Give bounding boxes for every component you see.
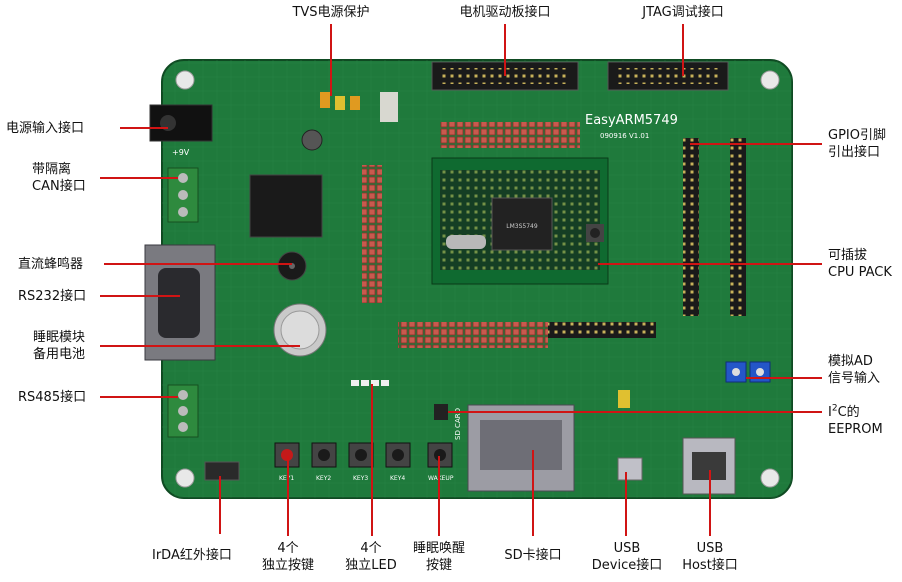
mount-hole	[175, 70, 195, 90]
callout-line-power	[120, 127, 168, 129]
callout-line-rs485	[100, 396, 178, 398]
power-jack	[149, 104, 213, 142]
label-tvs: TVS电源保护	[292, 5, 370, 20]
label-usb-host: USB Host接口	[682, 541, 738, 573]
label-sleep-battery: 睡眠模块 备用电池	[32, 330, 85, 362]
label-irda: IrDA红外接口	[152, 548, 232, 563]
chip-silk: LM3S5749	[506, 223, 538, 230]
callout-line-usbh	[709, 470, 711, 536]
callout-line-leds	[371, 384, 373, 536]
label-keys: 4个 独立按键	[261, 541, 314, 573]
tvs-components	[301, 92, 398, 151]
callout-line-irda	[219, 476, 221, 534]
key-silk-wakeup: WAKEUP	[428, 475, 454, 482]
label-rs485: RS485接口	[18, 390, 87, 405]
label-usb-device: USB Device接口	[591, 541, 663, 573]
gpio-header-left	[683, 138, 699, 316]
sd-card-slot	[467, 404, 575, 492]
usb-device-port	[617, 457, 643, 481]
callout-line-jtag	[682, 24, 684, 76]
callout-line-sleep	[100, 345, 300, 347]
callout-line-gpio	[690, 143, 822, 145]
callout-line-motor	[504, 24, 506, 76]
rs485-terminal	[167, 384, 199, 438]
callout-line-cpu	[598, 263, 822, 265]
callout-line-sd	[532, 450, 534, 536]
callout-line-wake	[438, 456, 440, 536]
key-silk-2: KEY2	[316, 475, 331, 482]
mount-hole	[760, 468, 780, 488]
label-cpu-pack: 可插拔 CPU PACK	[828, 248, 892, 280]
cpu-pack: LM3S5749	[431, 157, 609, 285]
callout-line-usbd	[625, 472, 627, 536]
callout-line-keys	[287, 456, 289, 536]
mount-hole	[175, 468, 195, 488]
label-buzzer: 直流蜂鸣器	[18, 257, 84, 272]
label-rs232: RS232接口	[18, 289, 87, 304]
power-silk: +9V	[172, 148, 190, 157]
callout-line-buzzer	[104, 263, 292, 265]
version-silk: 090916 V1.01	[600, 132, 649, 140]
brand-silk: EasyARM5749	[585, 113, 678, 128]
label-adc: 模拟AD 信号输入	[828, 354, 881, 386]
label-power-input: 电源输入接口	[6, 121, 85, 136]
label-jtag: JTAG调试接口	[642, 5, 724, 20]
can-isolation-module	[249, 174, 323, 238]
callout-line-rs232	[100, 295, 180, 297]
key-silk-1: KEY1	[279, 475, 294, 482]
top-jumper-row	[440, 122, 580, 148]
callout-line-adc	[746, 377, 822, 379]
label-eeprom: I2C的 EEPROM	[828, 403, 883, 437]
key-silk-3: KEY3	[353, 475, 368, 482]
sd-silk: SD CARD	[454, 408, 462, 440]
label-gpio: GPIO引脚 引出接口	[828, 128, 886, 160]
eeprom-chip	[434, 404, 448, 420]
label-leds: 4个 独立LED	[345, 541, 397, 573]
label-wakeup: 睡眠唤醒 按键	[412, 541, 465, 573]
label-sd: SD卡接口	[504, 548, 562, 563]
label-motor: 电机驱动板接口	[459, 5, 551, 20]
mount-hole	[760, 70, 780, 90]
label-can: 带隔离 CAN接口	[32, 162, 86, 194]
callout-line-tvs	[330, 24, 332, 96]
jp-header-vertical	[362, 165, 382, 303]
key-silk-4: KEY4	[390, 475, 405, 482]
irda-module	[204, 461, 240, 481]
bottom-jumper-row	[398, 322, 548, 348]
callout-line-eeprom	[448, 411, 822, 413]
gpio-header-right	[730, 138, 746, 316]
leds	[351, 380, 389, 386]
callout-line-can	[100, 177, 178, 179]
